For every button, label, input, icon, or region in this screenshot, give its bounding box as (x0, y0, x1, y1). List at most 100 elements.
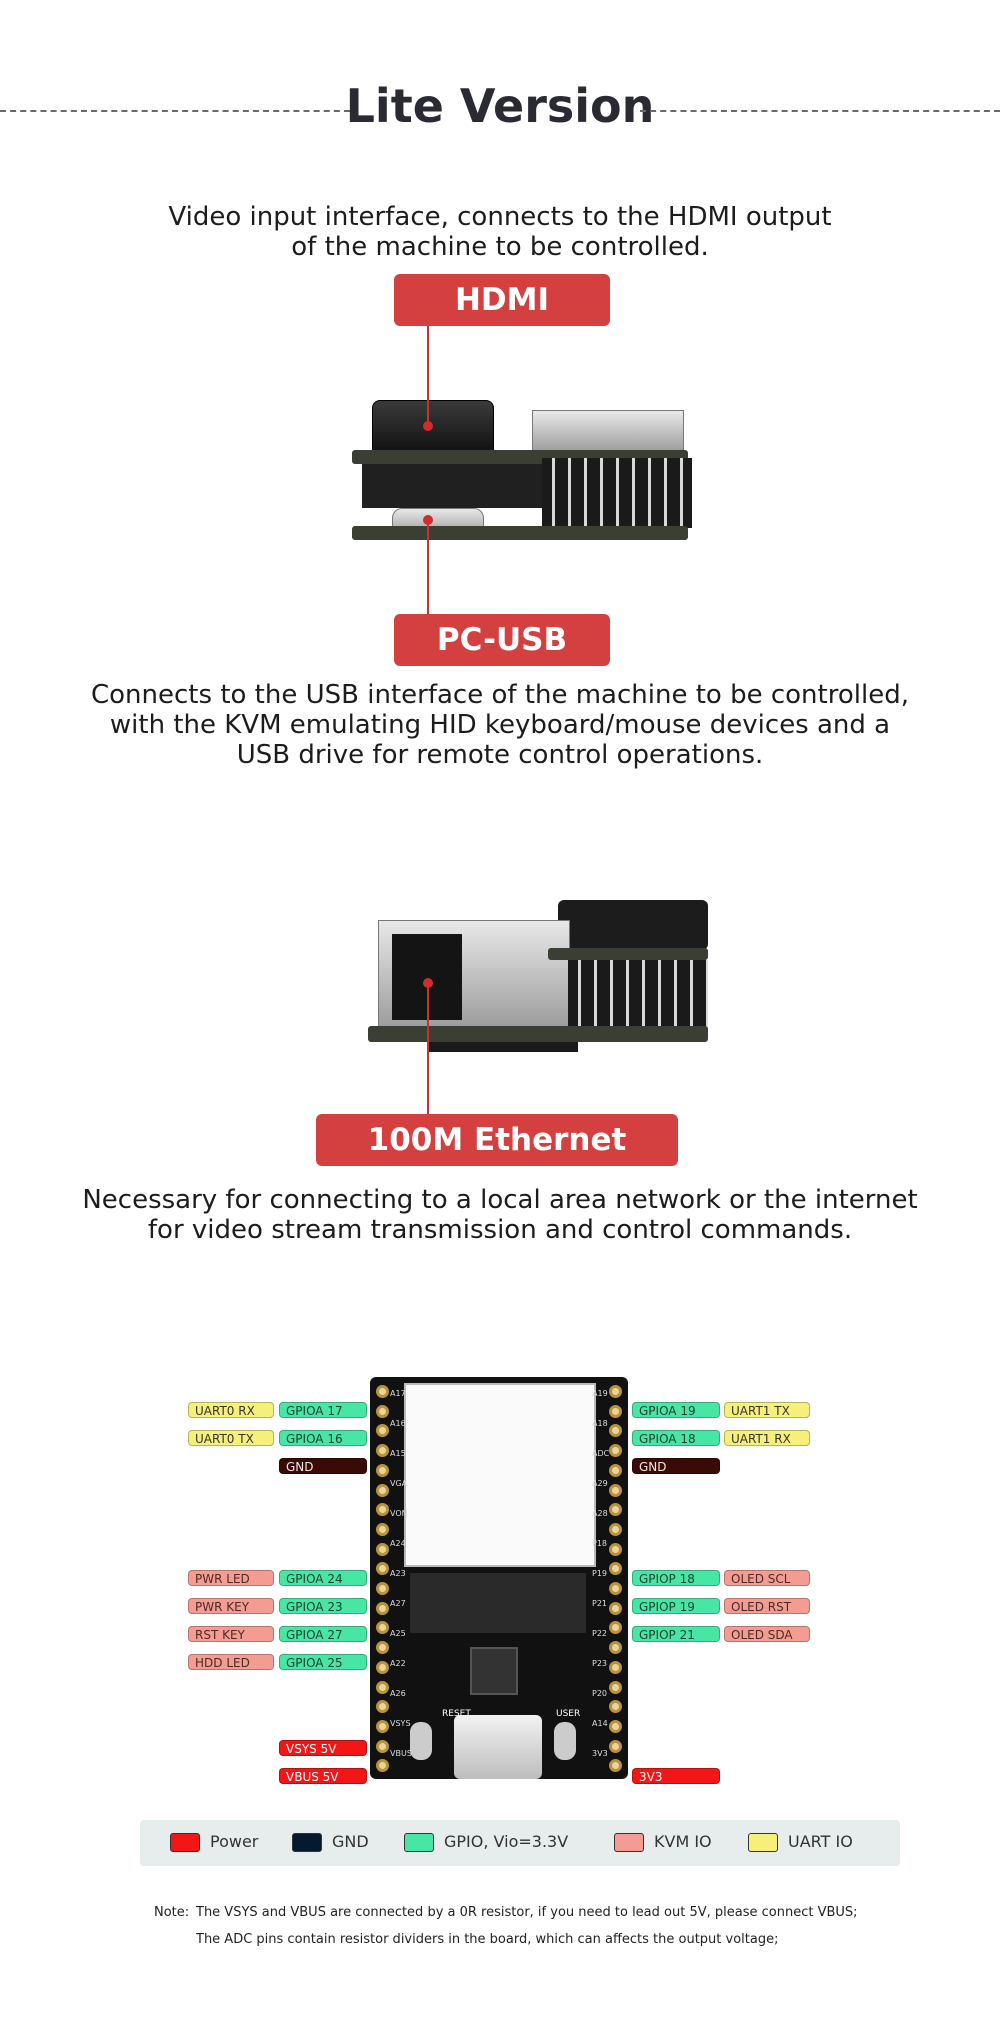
pin-hole (609, 1463, 622, 1477)
silk-label: A29 (592, 1479, 608, 1488)
reset-label: RESET (442, 1709, 471, 1719)
legend-swatch-power (170, 1833, 200, 1852)
power-pin-label: VBUS 5V (279, 1768, 367, 1784)
pin-hole (609, 1739, 622, 1753)
usb-pointer-dot (423, 515, 433, 525)
processor-chip (470, 1647, 518, 1695)
uart-pin-label: UART0 RX (188, 1402, 274, 1418)
legend-swatch-uart (748, 1833, 778, 1852)
device-top-view-image (352, 398, 692, 546)
pinout-legend: Power GND GPIO, Vio=3.3V KVM IO UART IO (140, 1820, 900, 1866)
silk-label: P18 (592, 1539, 608, 1548)
silk-label: P20 (592, 1689, 608, 1698)
legend-swatch-gpio (404, 1833, 434, 1852)
device-ethernet-view-image (368, 900, 718, 1068)
silk-label: VSYS (390, 1719, 411, 1728)
reset-button (410, 1722, 432, 1760)
pin-hole (609, 1759, 622, 1773)
user-button (554, 1722, 576, 1760)
pin-hole (376, 1719, 389, 1733)
silk-label: P23 (592, 1659, 608, 1668)
pin-hole (609, 1680, 622, 1694)
gpio-pin-label: GPIOA 27 (279, 1626, 367, 1642)
usb-pointer-line (427, 520, 429, 615)
note-line2: The ADC pins contain resistor dividers i… (196, 1932, 779, 1947)
pin-hole (376, 1385, 389, 1398)
gpio-pin-label: GPIOA 17 (279, 1402, 367, 1418)
pin-hole (376, 1700, 389, 1714)
pin-hole (376, 1463, 389, 1477)
silk-label: A18 (592, 1419, 608, 1428)
legend-label-gnd: GND (332, 1832, 369, 1851)
pin-hole (376, 1424, 389, 1438)
pc-usb-desc-line2: with the KVM emulating HID keyboard/mous… (109, 710, 891, 740)
kvm-pin-label: OLED RST (724, 1598, 810, 1614)
pin-hole (376, 1621, 389, 1635)
legend-label-kvm: KVM IO (654, 1832, 712, 1851)
silk-label: A27 (390, 1599, 406, 1608)
note-prefix: Note: (154, 1905, 190, 1920)
silk-label: A25 (390, 1629, 406, 1638)
pcb-edge (548, 948, 708, 960)
pin-hole (609, 1562, 622, 1576)
section-heading: Lite Version (0, 78, 1000, 138)
silk-label: VGA (390, 1479, 408, 1488)
gpio-pin-label: GPIOA 23 (279, 1598, 367, 1614)
gpio-pin-label: GPIOA 24 (279, 1570, 367, 1586)
silk-label: A16 (390, 1419, 406, 1428)
power-pin-label: 3V3 (632, 1768, 720, 1784)
silk-label: VON (390, 1509, 408, 1518)
silk-label: A23 (390, 1569, 406, 1578)
silk-label: A17 (390, 1389, 406, 1398)
pin-hole (609, 1641, 622, 1655)
silk-label: P19 (592, 1569, 608, 1578)
note-line1: The VSYS and VBUS are connected by a 0R … (196, 1905, 858, 1920)
pin-hole (376, 1522, 389, 1536)
pin-hole (376, 1739, 389, 1753)
pin-hole (376, 1503, 389, 1517)
gpio-pin-label: GPIOA 19 (632, 1402, 720, 1418)
kvm-pin-label: RST KEY (188, 1626, 274, 1642)
pin-hole (609, 1503, 622, 1517)
pin-hole (376, 1582, 389, 1595)
pcb-bottom (352, 526, 688, 540)
pin-hole (609, 1660, 622, 1674)
ethernet-pointer-dot (423, 978, 433, 988)
pin-hole (609, 1404, 622, 1418)
gpio-pin-label: GPIOP 21 (632, 1626, 720, 1642)
uart-pin-label: UART1 TX (724, 1402, 810, 1418)
legend-label-power: Power (210, 1832, 259, 1851)
silk-label: A19 (592, 1389, 608, 1398)
hdmi-pointer-dot (423, 421, 433, 431)
legend-swatch-gnd (292, 1833, 322, 1852)
silk-label: 3V3 (592, 1749, 608, 1758)
silk-label: A28 (592, 1509, 608, 1518)
pin-hole (376, 1404, 389, 1418)
divider-right (640, 110, 1000, 112)
connector-area (410, 1573, 586, 1633)
uart-pin-label: UART0 TX (188, 1430, 274, 1446)
pin-hole (376, 1483, 389, 1497)
kvm-pin-label: HDD LED (188, 1654, 274, 1670)
ethernet-jack-shape (532, 410, 684, 454)
ethernet-desc-line2: for video stream transmission and contro… (147, 1215, 853, 1245)
gpio-pin-label: GPIOP 19 (632, 1598, 720, 1614)
pin-hole (609, 1700, 622, 1714)
kvm-pin-label: PWR LED (188, 1570, 274, 1586)
pc-usb-desc-line1: Connects to the USB interface of the mac… (91, 680, 909, 710)
pin-hole (376, 1601, 389, 1615)
pin-hole (609, 1542, 622, 1556)
pin-hole (376, 1641, 389, 1655)
legend-swatch-kvm (614, 1833, 644, 1852)
silk-label: P22 (592, 1629, 608, 1638)
gpio-pin-label: GPIOA 16 (279, 1430, 367, 1446)
pcb-bottom-2 (368, 1026, 708, 1042)
silk-label: A22 (390, 1659, 406, 1668)
pin-hole (376, 1542, 389, 1556)
silk-label: P21 (592, 1599, 608, 1608)
wifi-module-shield (404, 1383, 596, 1567)
uart-pin-label: UART1 RX (724, 1430, 810, 1446)
pin-hole (609, 1601, 622, 1615)
silk-label: A26 (390, 1689, 406, 1698)
ethernet-description: Necessary for connecting to a local area… (70, 1185, 930, 1245)
